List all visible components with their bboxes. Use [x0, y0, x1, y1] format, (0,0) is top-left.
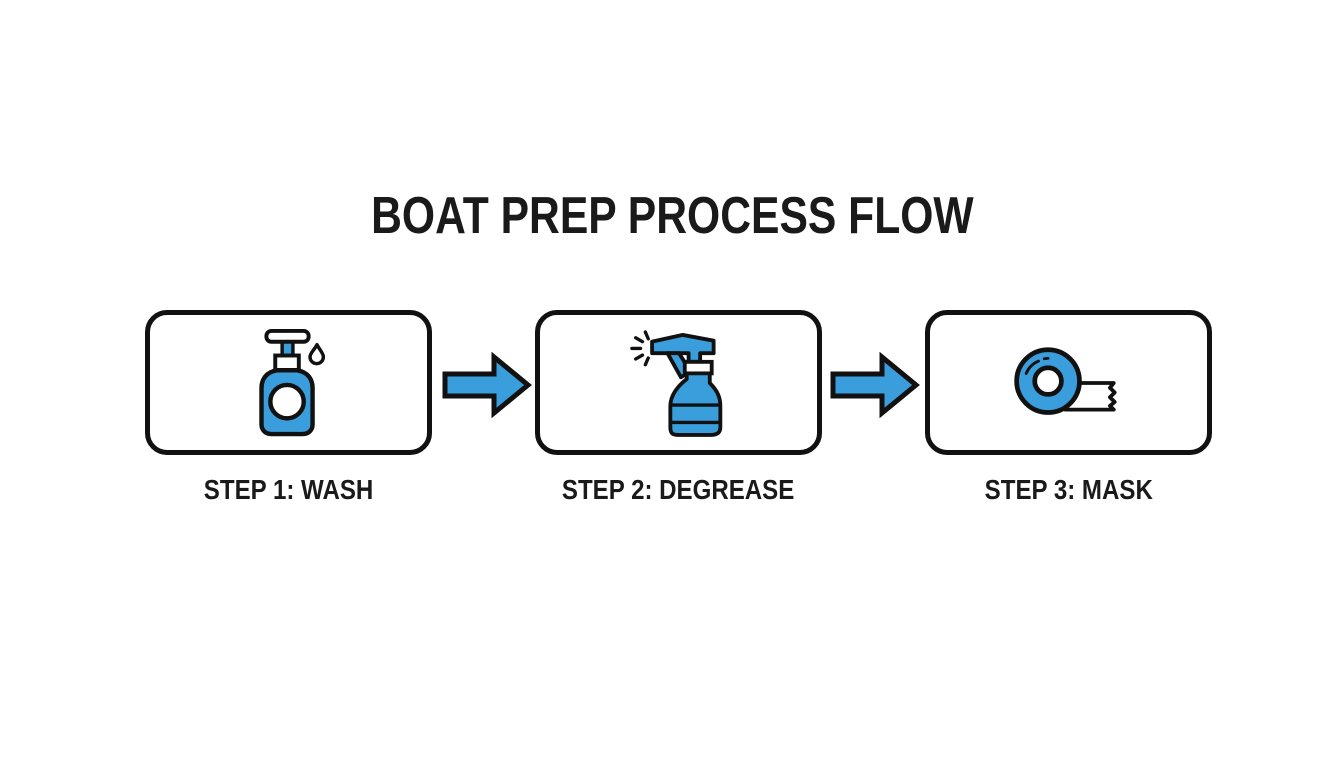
step-wash-box — [145, 310, 432, 455]
step-degrease-label: STEP 2: DEGREASE — [562, 474, 795, 505]
step-mask: STEP 3: MASK — [925, 310, 1212, 506]
page-title: BOAT PREP PROCESS FLOW — [0, 186, 1344, 246]
step-degrease: STEP 2: DEGREASE — [535, 310, 822, 506]
spray-bottle-icon — [629, 329, 722, 437]
step-mask-box — [925, 310, 1212, 455]
page-title-text: BOAT PREP PROCESS FLOW — [370, 187, 974, 245]
step-mask-label: STEP 3: MASK — [984, 474, 1153, 505]
step-degrease-box — [535, 310, 822, 455]
arrow-right-icon — [830, 352, 920, 418]
step-wash: STEP 1: WASH — [145, 310, 432, 506]
arrow-right-icon — [442, 352, 532, 418]
soap-pump-bottle-icon — [258, 328, 325, 436]
masking-tape-roll-icon — [1013, 346, 1117, 415]
step-wash-label: STEP 1: WASH — [203, 474, 374, 505]
